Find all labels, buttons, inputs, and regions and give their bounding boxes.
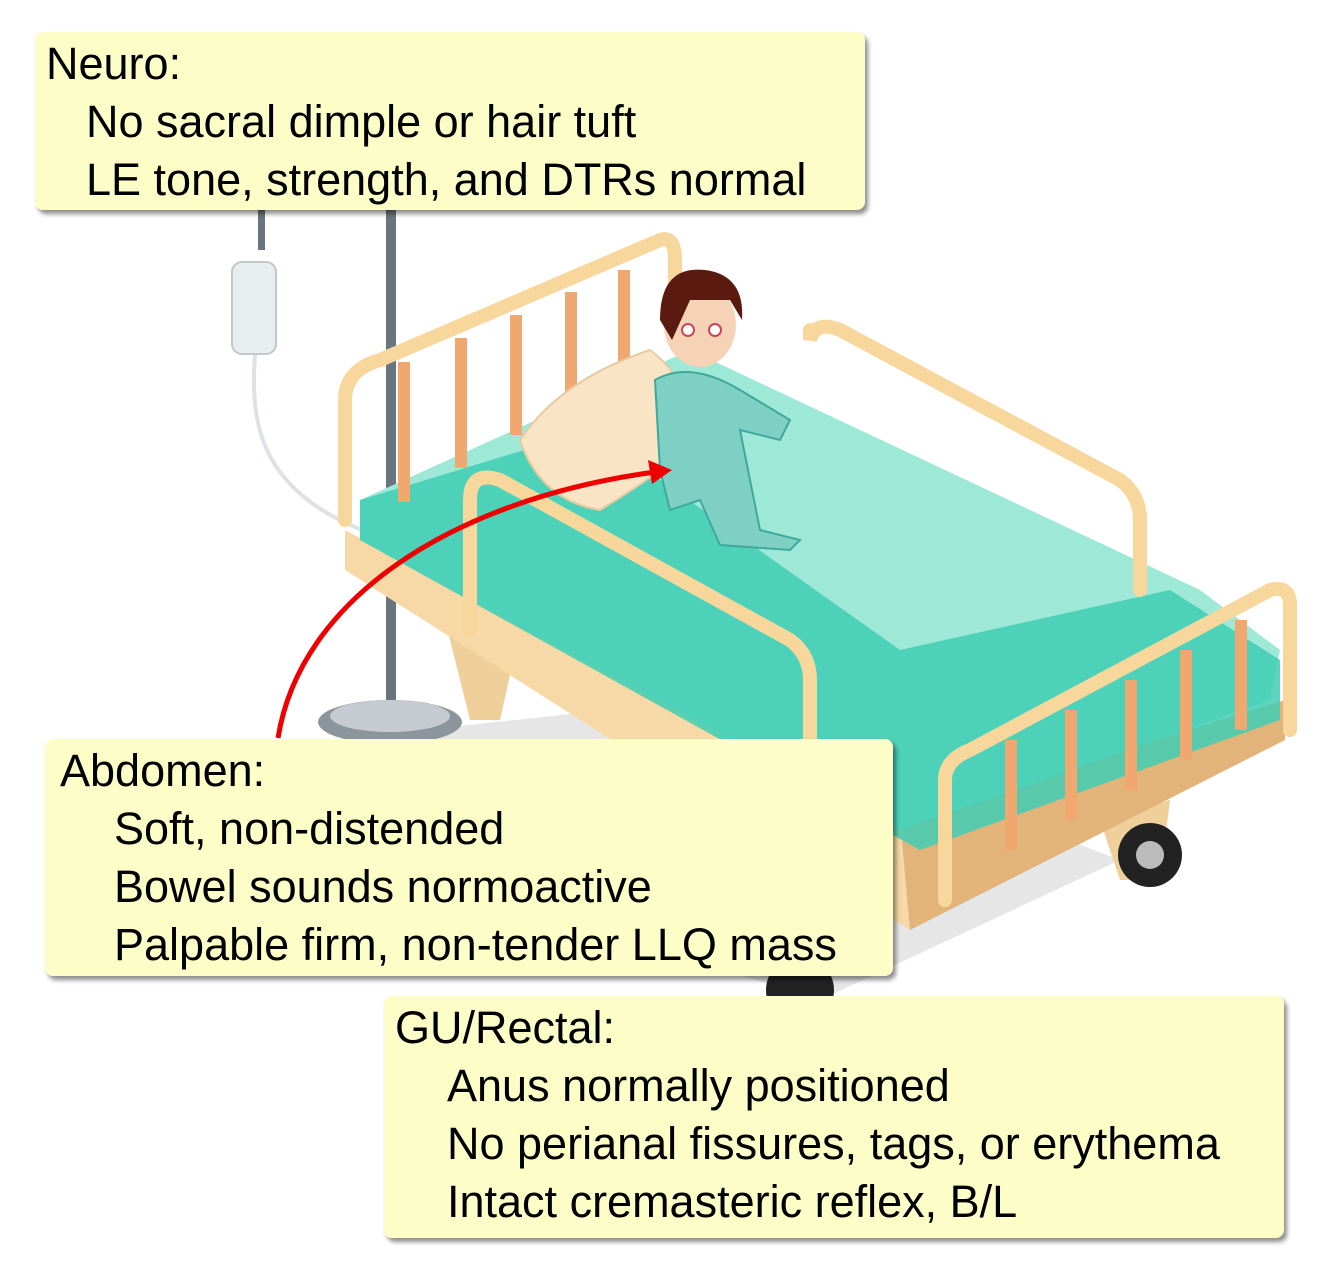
callout-title: Neuro: bbox=[46, 38, 182, 89]
callout-item: No perianal fissures, tags, or erythema bbox=[447, 1118, 1220, 1169]
callout-item: Intact cremasteric reflex, B/L bbox=[447, 1176, 1018, 1227]
callout-item: Bowel sounds normoactive bbox=[114, 861, 652, 912]
callout-item: LE tone, strength, and DTRs normal bbox=[86, 154, 807, 205]
child-patient bbox=[653, 269, 802, 552]
callout-arrow bbox=[275, 469, 656, 739]
callout-item: Soft, non-distended bbox=[114, 803, 505, 854]
headboard-bars bbox=[398, 270, 630, 502]
arrow-head-icon bbox=[648, 460, 672, 484]
callout-title: Abdomen: bbox=[60, 745, 266, 796]
footboard-bars bbox=[1005, 620, 1247, 850]
abdomen-callout: Abdomen: Soft, non-distended Bowel sound… bbox=[45, 739, 893, 976]
side-rail bbox=[463, 319, 1297, 907]
callout-item: Palpable firm, non-tender LLQ mass bbox=[114, 919, 837, 970]
neuro-callout: Neuro: No sacral dimple or hair tuft LE … bbox=[35, 32, 865, 210]
gu-rectal-callout: GU/Rectal: Anus normally positioned No p… bbox=[384, 996, 1284, 1238]
headboard bbox=[338, 232, 682, 527]
callout-title: GU/Rectal: bbox=[395, 1002, 616, 1053]
callout-item: Anus normally positioned bbox=[447, 1060, 950, 1111]
callout-item: No sacral dimple or hair tuft bbox=[86, 96, 637, 147]
